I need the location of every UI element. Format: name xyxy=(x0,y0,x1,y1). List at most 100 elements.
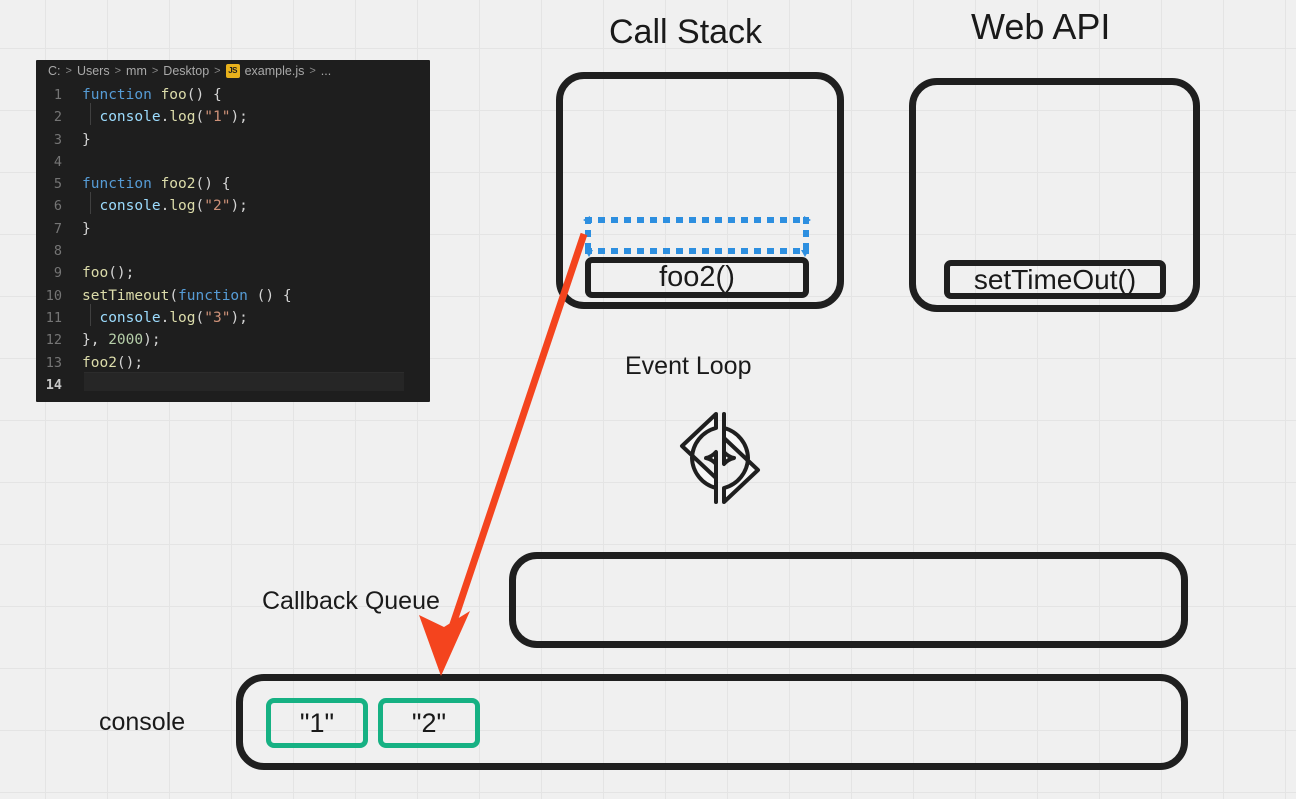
line-content: function foo() { xyxy=(82,84,222,106)
code-token: log xyxy=(169,309,196,326)
breadcrumb-separator: > xyxy=(114,65,122,77)
code-line-3[interactable]: 3} xyxy=(36,129,430,151)
code-token: . xyxy=(160,109,170,126)
code-line-13[interactable]: 13 foo2(); xyxy=(36,352,430,374)
code-token: () { xyxy=(186,87,222,103)
code-token: ( xyxy=(195,198,205,215)
code-token xyxy=(82,198,99,214)
code-token: foo xyxy=(160,87,187,103)
code-line-5[interactable]: 5 function foo2() { xyxy=(36,173,430,195)
selection-marquee[interactable] xyxy=(583,216,811,257)
code-token: ( xyxy=(195,309,205,326)
line-number: 14 xyxy=(45,376,62,393)
code-token: } xyxy=(82,131,91,148)
breadcrumb-part-1[interactable]: mm xyxy=(126,64,147,78)
line-content: foo(); xyxy=(82,262,134,284)
code-token: function xyxy=(82,176,161,193)
console-entry-1[interactable]: "1" xyxy=(266,698,368,748)
code-line-14[interactable]: 14 xyxy=(36,371,430,398)
code-token: ); xyxy=(143,332,161,349)
event-loop-label: Event Loop xyxy=(625,352,752,380)
line-content: }, 2000); xyxy=(82,329,161,351)
web-api-item-settimeout[interactable]: setTimeOut() xyxy=(944,260,1166,299)
js-file-icon: JS xyxy=(225,64,240,78)
breadcrumb-drive[interactable]: C: xyxy=(48,64,61,78)
code-token: ); xyxy=(230,109,248,126)
code-token: () { xyxy=(256,287,292,304)
code-line-10[interactable]: 10 setTimeout(function () { xyxy=(36,285,430,307)
line-number: 11 xyxy=(45,309,62,326)
selection-edge-bottom xyxy=(585,248,809,254)
breadcrumb-overflow[interactable]: ... xyxy=(320,64,332,78)
code-token: foo2 xyxy=(160,176,196,193)
code-line-11[interactable]: 11 console.log("3"); xyxy=(36,303,430,329)
callback-queue-container[interactable] xyxy=(509,552,1188,648)
line-content: } xyxy=(82,218,91,240)
breadcrumb-separator: > xyxy=(65,65,72,77)
code-line-1[interactable]: 1 function foo() { xyxy=(36,84,430,106)
code-token: }, xyxy=(82,332,109,349)
code-token: function xyxy=(178,287,257,304)
code-token: () { xyxy=(195,176,231,193)
line-number: 6 xyxy=(53,198,62,215)
line-content: foo2(); xyxy=(82,352,143,374)
selection-edge-top xyxy=(585,217,809,223)
code-token: "3" xyxy=(204,309,231,326)
code-token xyxy=(82,310,99,326)
line-content xyxy=(82,371,404,398)
code-line-8[interactable]: 8 xyxy=(36,240,430,262)
code-line-4[interactable]: 4 xyxy=(36,151,430,173)
callback-queue-label: Callback Queue xyxy=(262,587,440,615)
selection-handle-bottom-right-icon[interactable] xyxy=(801,250,809,257)
breadcrumb-file-name[interactable]: example.js xyxy=(244,64,305,78)
code-token: (); xyxy=(116,354,144,371)
breadcrumb-part-0[interactable]: Users xyxy=(76,64,110,78)
code-token: (); xyxy=(108,265,135,282)
console-label: console xyxy=(99,708,186,736)
active-line-highlight xyxy=(84,371,404,391)
call-stack-container[interactable] xyxy=(556,72,844,309)
code-token: console xyxy=(99,309,161,326)
code-line-12[interactable]: 12 }, 2000); xyxy=(36,329,430,351)
code-line-2[interactable]: 2 console.log("1"); xyxy=(36,103,430,128)
code-token: ); xyxy=(230,309,248,326)
code-token: log xyxy=(169,109,196,126)
code-token: console xyxy=(99,198,161,215)
selection-handle-bottom-left-icon[interactable] xyxy=(585,250,593,257)
web-api-container[interactable] xyxy=(909,78,1200,312)
line-number: 5 xyxy=(53,176,62,193)
code-token: . xyxy=(160,198,170,215)
console-entry-2[interactable]: "2" xyxy=(378,698,480,748)
code-token: ( xyxy=(169,287,179,304)
line-number: 4 xyxy=(53,153,62,170)
selection-edge-left xyxy=(585,217,591,254)
code-token: console xyxy=(99,109,161,126)
circular-arrows-icon xyxy=(672,408,768,513)
selection-handle-top-left-icon[interactable] xyxy=(583,216,590,224)
line-number: 12 xyxy=(45,332,62,349)
line-number: 7 xyxy=(53,220,62,237)
selection-edge-right xyxy=(803,217,809,254)
line-content: console.log("2"); xyxy=(82,192,248,217)
selection-handle-top-right-icon[interactable] xyxy=(804,216,811,224)
line-number: 1 xyxy=(53,87,62,103)
code-token: setTimeout xyxy=(82,287,170,304)
call-stack-item-foo2[interactable]: foo2() xyxy=(585,257,809,298)
line-content: function foo2() { xyxy=(82,173,230,195)
code-line-7[interactable]: 7} xyxy=(36,218,430,240)
line-number: 3 xyxy=(53,131,62,148)
line-number: 8 xyxy=(53,243,62,260)
code-token: function xyxy=(82,87,161,103)
line-number: 13 xyxy=(45,354,62,371)
code-line-6[interactable]: 6 console.log("2"); xyxy=(36,192,430,217)
code-token: foo2 xyxy=(82,354,117,371)
code-token: foo xyxy=(82,265,109,282)
breadcrumb-part-2[interactable]: Desktop xyxy=(163,64,210,78)
line-number: 10 xyxy=(45,287,62,304)
console-container[interactable] xyxy=(236,674,1188,770)
